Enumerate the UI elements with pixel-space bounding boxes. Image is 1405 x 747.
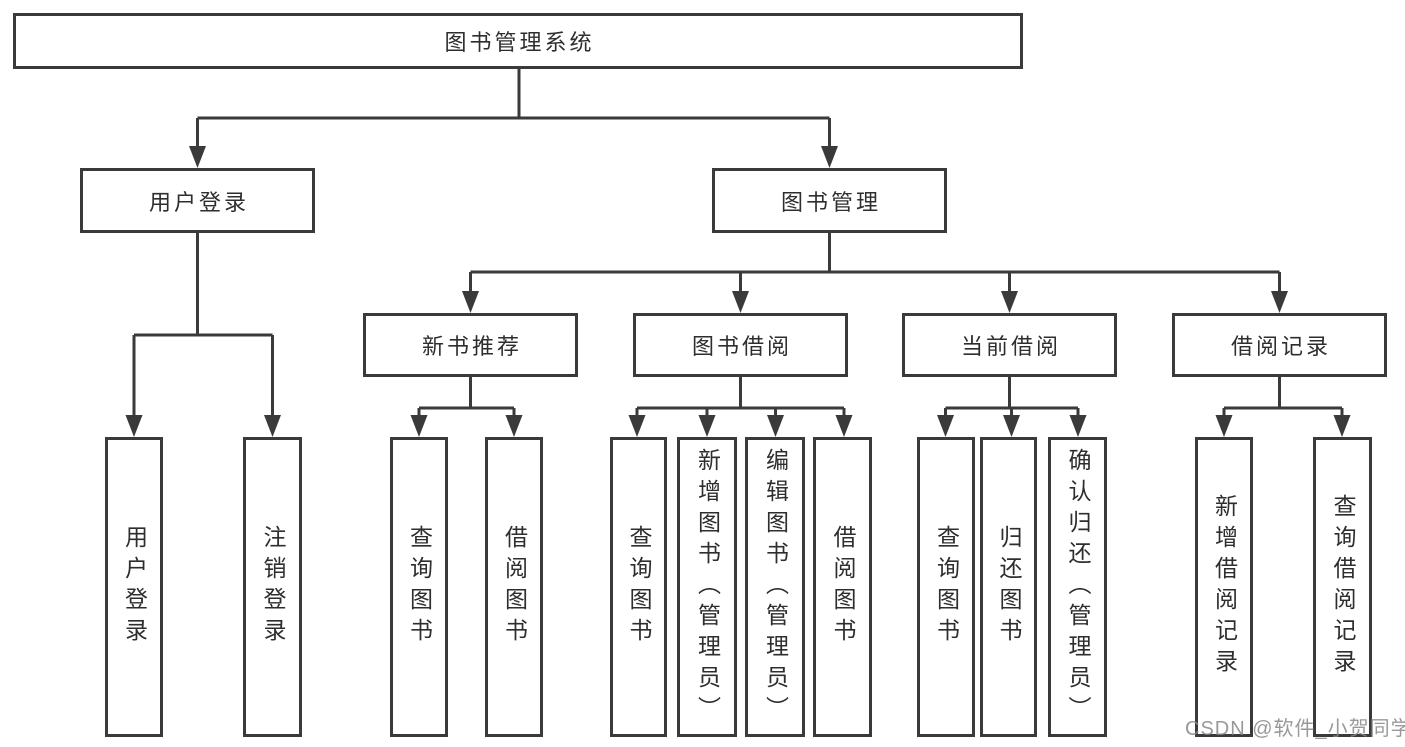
connector-mgmt-to-level3 xyxy=(462,233,1288,313)
leaf-borrow-books-borrow: 借阅图书 xyxy=(813,437,872,737)
leaf-borrow-books-recommend: 借阅图书 xyxy=(485,437,543,737)
leaf-label: 用户登录 xyxy=(121,525,148,649)
leaf-label: 确认归还（管理员） xyxy=(1065,447,1091,727)
connector-login-to-leaves xyxy=(125,233,281,437)
leaf-logout-login: 注销登录 xyxy=(243,437,302,737)
node-label: 图书管理 xyxy=(780,189,881,215)
leaf-label: 借阅图书 xyxy=(501,525,528,649)
node-label: 当前借阅 xyxy=(960,334,1061,359)
node-library-management-system: 图书管理系统 xyxy=(13,13,1023,69)
connector-current-to-leaves xyxy=(937,377,1087,437)
leaf-query-books-recommend: 查询图书 xyxy=(390,437,448,737)
leaf-query-borrow-record: 查询借阅记录 xyxy=(1313,437,1372,737)
connector-borrow-to-leaves xyxy=(628,377,853,437)
leaf-confirm-return-admin: 确认归还（管理员） xyxy=(1048,437,1107,737)
node-user-login: 用户登录 xyxy=(80,168,315,233)
leaf-add-borrow-record: 新增借阅记录 xyxy=(1195,437,1253,737)
leaf-label: 新增借阅记录 xyxy=(1211,494,1238,680)
leaf-label: 查询借阅记录 xyxy=(1330,494,1356,680)
leaf-add-books-admin: 新增图书（管理员） xyxy=(677,437,737,737)
node-label: 用户登录 xyxy=(148,189,249,215)
leaf-query-books-borrow: 查询图书 xyxy=(610,437,667,737)
node-current-borrow: 当前借阅 xyxy=(902,313,1117,377)
leaf-label: 新增图书（管理员） xyxy=(694,447,721,727)
leaf-label: 查询图书 xyxy=(626,525,652,649)
node-label: 图书借阅 xyxy=(691,334,792,359)
leaf-label: 编辑图书（管理员） xyxy=(762,447,789,727)
node-label: 新书推荐 xyxy=(421,334,522,359)
leaf-user-login: 用户登录 xyxy=(105,437,163,737)
node-label: 借阅记录 xyxy=(1230,334,1331,359)
csdn-watermark: CSDN @软件_小贺同学 xyxy=(1185,718,1405,740)
node-borrow-records: 借阅记录 xyxy=(1172,313,1387,377)
connector-records-to-leaves xyxy=(1215,377,1351,437)
node-book-borrow: 图书借阅 xyxy=(633,313,848,377)
node-label: 图书管理系统 xyxy=(444,30,595,55)
connector-root-to-level2 xyxy=(189,68,838,168)
leaf-label: 借阅图书 xyxy=(830,525,856,649)
connector-recommend-to-leaves xyxy=(410,377,523,437)
leaf-return-books: 归还图书 xyxy=(980,437,1037,737)
node-new-book-recommend: 新书推荐 xyxy=(363,313,578,377)
leaf-label: 归还图书 xyxy=(996,525,1022,649)
node-book-management: 图书管理 xyxy=(712,168,947,233)
leaf-label: 查询图书 xyxy=(406,525,433,649)
leaf-label: 查询图书 xyxy=(933,525,960,649)
leaf-query-books-current: 查询图书 xyxy=(917,437,975,737)
leaf-edit-books-admin: 编辑图书（管理员） xyxy=(745,437,805,737)
leaf-label: 注销登录 xyxy=(260,525,286,649)
